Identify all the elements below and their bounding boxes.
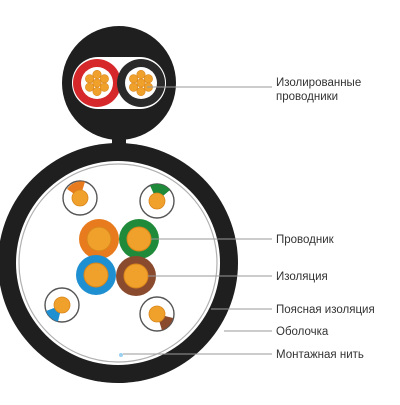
cable-core-area bbox=[23, 168, 213, 358]
insulated-conductor-red bbox=[73, 59, 121, 107]
conductor-brown bbox=[116, 256, 156, 296]
label-conductor: Проводник bbox=[276, 234, 335, 246]
conductor-bottom-right bbox=[139, 296, 175, 332]
messenger-part bbox=[62, 26, 176, 152]
label-sheath: Оболочка bbox=[276, 326, 329, 338]
label-insulated-conductors-line2: проводники bbox=[276, 91, 338, 103]
conductor-blue bbox=[76, 255, 116, 295]
assembly-thread bbox=[119, 353, 123, 357]
conductor-top-left bbox=[62, 180, 98, 216]
belt-insulation-ring bbox=[18, 163, 218, 363]
insulated-conductor-black bbox=[117, 59, 165, 107]
label-assembly-thread: Монтажная нить bbox=[276, 349, 364, 361]
label-belt-insulation: Поясная изоляция bbox=[276, 304, 375, 316]
leader-lines bbox=[123, 86, 272, 355]
label-insulation: Изоляция bbox=[276, 271, 328, 283]
conductor-bottom-left bbox=[44, 287, 80, 323]
label-insulated-conductors-line1: Изолированные bbox=[276, 77, 361, 89]
conductor-orange bbox=[79, 219, 119, 259]
conductor-top-right bbox=[139, 183, 175, 219]
conductor-green bbox=[119, 219, 159, 259]
main-cable bbox=[0, 143, 238, 383]
